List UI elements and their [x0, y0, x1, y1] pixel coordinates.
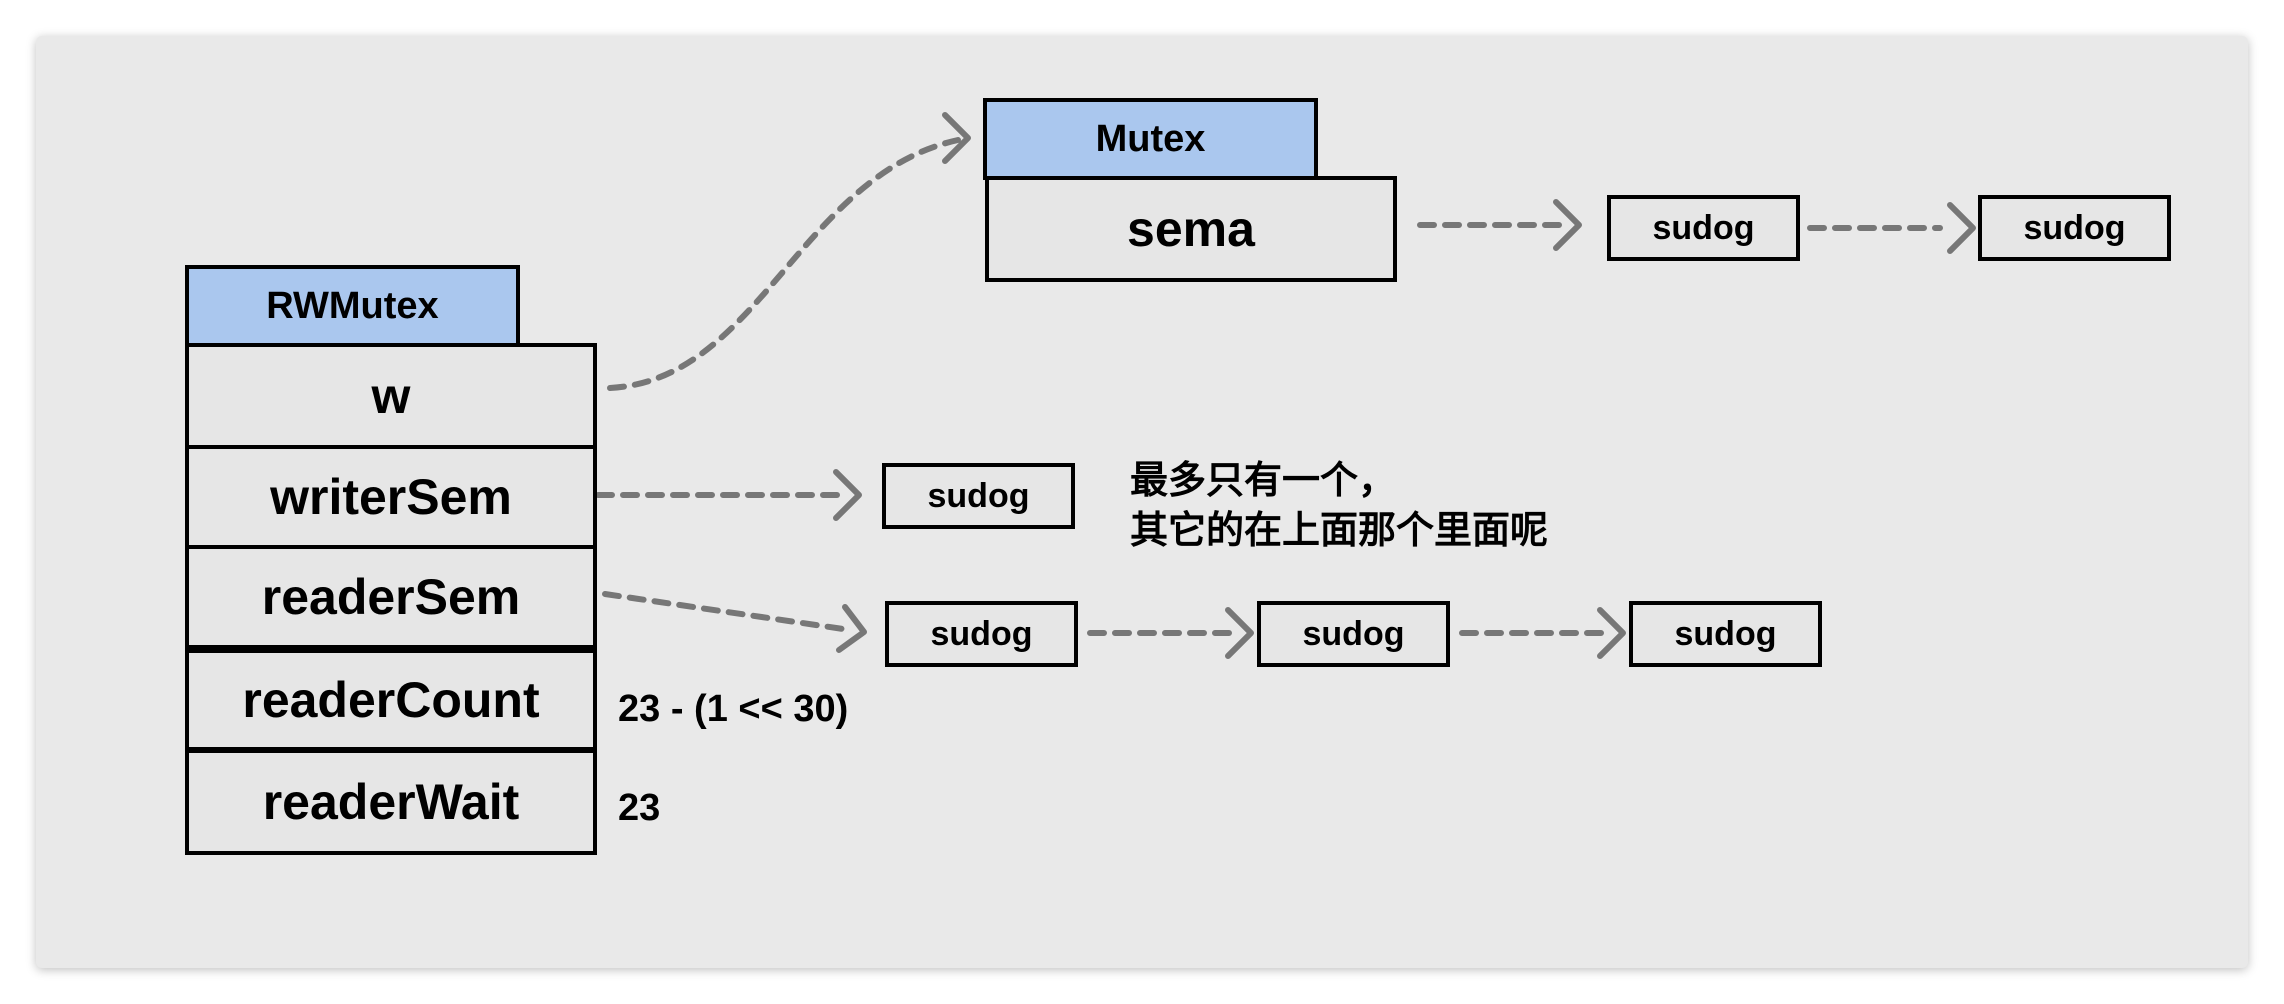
field-w-label: w	[371, 368, 411, 424]
sudog-reader-1: sudog	[885, 601, 1078, 667]
rwmutex-field-w: w	[185, 343, 597, 449]
rwmutex-field-writersem: writerSem	[185, 445, 597, 549]
sudog-reader-3: sudog	[1629, 601, 1822, 667]
rwmutex-field-readersem: readerSem	[185, 545, 597, 649]
readerwait-value: 23	[618, 787, 661, 829]
field-readerwait-label: readerWait	[262, 774, 520, 830]
mutex-field-sema: sema	[985, 176, 1397, 282]
rwmutex-header: RWMutex	[185, 265, 520, 347]
sudog-sema-1: sudog	[1607, 195, 1800, 261]
sudog-writer: sudog	[882, 463, 1075, 529]
field-readercount-label: readerCount	[242, 672, 540, 728]
arrowhead-readersem-to-sudog	[836, 604, 867, 653]
arrow-readersem-to-sudog	[602, 591, 853, 633]
arrowhead-reader-chain-2	[1597, 607, 1626, 659]
sudog-sema-2: sudog	[1978, 195, 2171, 261]
writer-note-line1: 最多只有一个，	[1130, 458, 1397, 502]
rwmutex-field-readerwait: readerWait	[185, 749, 597, 855]
writer-note: 最多只有一个， 其它的在上面那个里面呢	[1130, 455, 1548, 555]
field-writersem-label: writerSem	[270, 469, 512, 525]
readercount-value: 23 - (1 << 30)	[618, 688, 849, 730]
writer-note-line2: 其它的在上面那个里面呢	[1130, 508, 1549, 552]
arrowhead-sema-sudog-chain	[1947, 202, 1976, 254]
mutex-header-label: Mutex	[1095, 117, 1206, 160]
rwmutex-header-label: RWMutex	[266, 284, 439, 327]
sudog-reader-2: sudog	[1257, 601, 1450, 667]
sudog-label: sudog	[1302, 614, 1405, 653]
mutex-header: Mutex	[983, 98, 1318, 180]
sudog-label: sudog	[2023, 208, 2126, 247]
rwmutex-field-readercount: readerCount	[185, 649, 597, 751]
sudog-label: sudog	[927, 476, 1030, 515]
arrowhead-w-to-mutex	[942, 112, 971, 164]
field-sema-label: sema	[1127, 201, 1255, 257]
sudog-label: sudog	[930, 614, 1033, 653]
arrow-w-to-mutex	[607, 137, 961, 391]
field-readersem-label: readerSem	[261, 569, 521, 625]
sudog-label: sudog	[1652, 208, 1755, 247]
sudog-label: sudog	[1674, 614, 1777, 653]
arrowhead-sema-to-sudog	[1553, 199, 1582, 251]
arrowhead-reader-chain-1	[1225, 607, 1254, 659]
arrowhead-writersem-to-sudog	[833, 469, 862, 521]
